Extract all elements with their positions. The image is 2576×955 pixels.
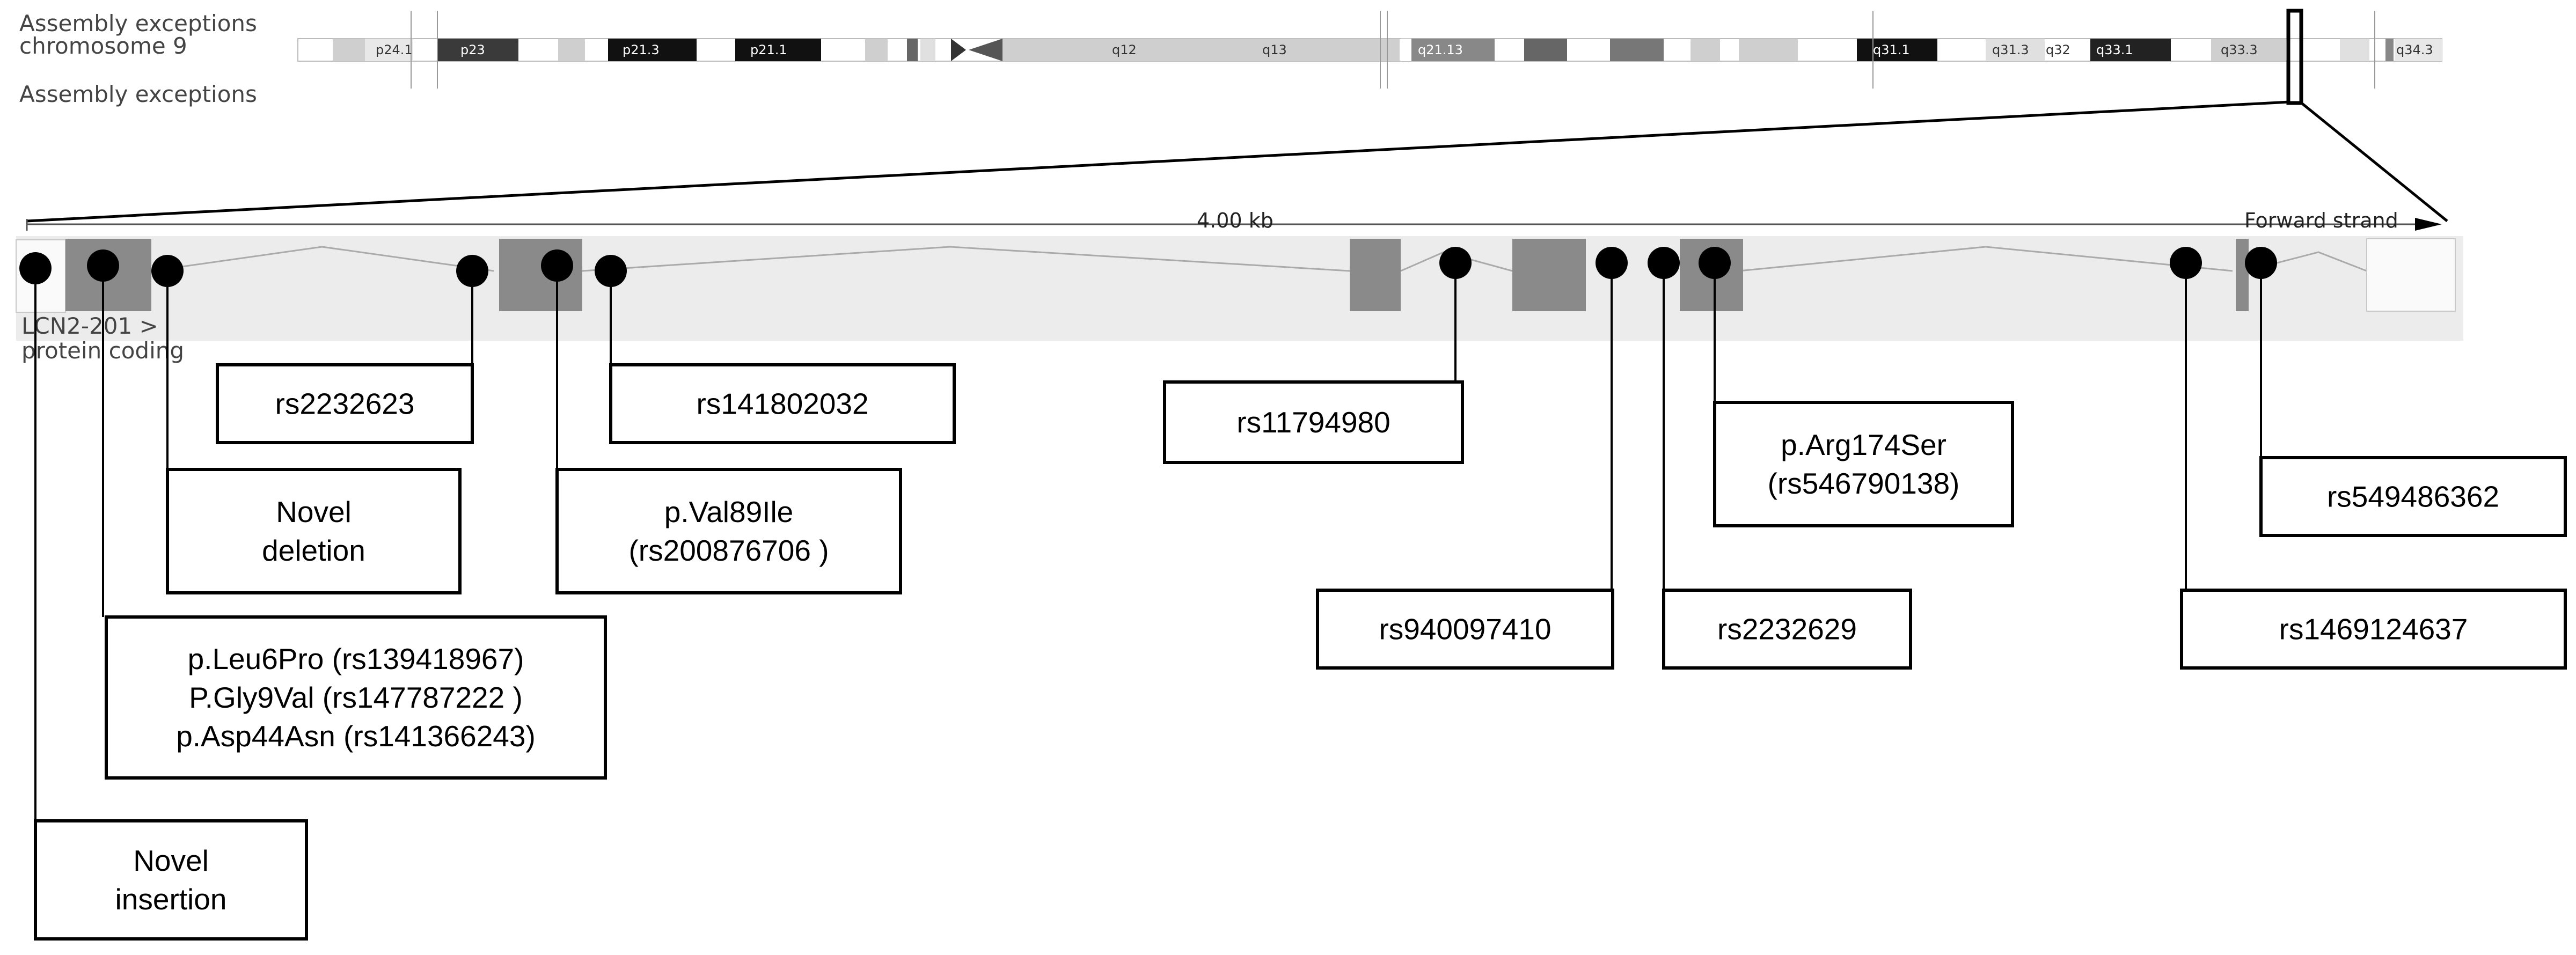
band-p23	[438, 39, 518, 61]
variant-label-text: p.Arg174Ser	[1781, 428, 1946, 461]
variant-callout-rs141802032: rs141802032	[595, 255, 956, 444]
variant-label-text: P.Gly9Val (rs147787222 )	[189, 681, 523, 714]
variant-label-box	[216, 363, 474, 444]
variant-label-text: (rs200876706 )	[628, 534, 829, 567]
band-q33-1	[2090, 39, 2171, 61]
band-q33-3	[2211, 39, 2286, 61]
band-label-q32: q32	[2046, 42, 2070, 57]
variant-callout-p-leu6pro-group: p.Leu6Pro (rs139418967) P.Gly9Val (rs1477…	[87, 249, 607, 780]
variant-label-text: rs2232623	[275, 387, 415, 421]
variant-marker-dot	[87, 249, 119, 282]
variant-callout-rs549486362: rs549486362	[2245, 247, 2567, 537]
exon-6	[2236, 239, 2249, 311]
variant-label-text: p.Leu6Pro (rs139418967)	[188, 642, 524, 675]
variant-label-text: rs141802032	[696, 387, 868, 421]
variant-label-text: (rs546790138)	[1768, 467, 1960, 500]
band-label-q31-3: q31.3	[1992, 42, 2029, 57]
variant-label-box	[166, 468, 462, 594]
variant-label-box	[1713, 401, 2014, 527]
variant-marker-dot	[2170, 247, 2202, 279]
variant-marker-dot	[19, 252, 52, 284]
chromosome-ideogram: p24.1 p23 p21.3 p21.1 q12 q13 q21.13 q31…	[297, 11, 2442, 89]
variant-callout-rs2232629: rs2232629	[1648, 247, 1912, 670]
variant-label-text: insertion	[115, 883, 227, 916]
band-label-q13: q13	[1262, 42, 1287, 57]
variant-label-text: rs11794980	[1236, 406, 1390, 439]
variant-label-text: deletion	[262, 534, 365, 567]
band-label-p21-1: p21.1	[750, 42, 787, 57]
band-label-q33-3: q33.3	[2221, 42, 2258, 57]
band-label-q31-1: q31.1	[1873, 42, 1910, 57]
variant-label-box	[2259, 456, 2567, 537]
variant-marker-dot	[1596, 247, 1628, 279]
variant-label-text: rs549486362	[2327, 480, 2499, 513]
variant-marker-dot	[1699, 247, 1731, 279]
variant-label-text: Novel	[276, 495, 352, 528]
band-label-q33-1: q33.1	[2096, 42, 2133, 57]
variant-label-box	[2180, 589, 2567, 670]
variant-label-text: p.Val89Ile	[664, 495, 794, 528]
variant-callouts: Novel insertion p.Leu6Pro (rs139418967) P.G…	[19, 247, 2567, 941]
assembly-exceptions-top-label: Assembly exceptions	[19, 10, 257, 36]
band-label-q34-3: q34.3	[2396, 42, 2433, 57]
assembly-exceptions-bottom-label: Assembly exceptions	[19, 81, 257, 107]
chromosome-panel: Assembly exceptions chromosome 9 Assembl…	[19, 9, 2442, 107]
variant-marker-dot	[541, 249, 573, 282]
band-q31-3	[1986, 39, 2045, 61]
band-q34-3	[2395, 39, 2442, 61]
variant-callout-rs940097410: rs940097410	[1316, 247, 1628, 670]
variant-marker-dot	[1439, 247, 1472, 279]
band-p24-1	[365, 39, 413, 61]
variant-callout-rs2232623: rs2232623	[216, 255, 488, 444]
variant-label-text: Novel	[133, 844, 209, 877]
variant-marker-dot	[595, 255, 627, 287]
band-label-q12: q12	[1112, 42, 1137, 57]
variant-marker-dot	[2245, 247, 2277, 279]
chromosome-label: chromosome 9	[19, 33, 187, 59]
variant-label-box	[1662, 589, 1912, 670]
variant-marker-dot	[1648, 247, 1680, 279]
variant-callout-novel-insertion: Novel insertion	[19, 252, 308, 941]
scale-label: 4.00 kb	[1197, 209, 1274, 232]
variant-label-box	[34, 819, 308, 941]
intron-lines	[151, 246, 2367, 272]
exon-3	[1350, 239, 1401, 311]
gene-track: 4.00 kb Forward strand LCN2-201 > protei…	[16, 209, 2463, 364]
band-q12	[1002, 39, 1190, 61]
band-label-p23: p23	[460, 42, 485, 57]
variant-label-box	[105, 615, 607, 780]
variant-label-box	[1163, 380, 1464, 464]
band-q21-13	[1411, 39, 1495, 61]
band-label-p24-1: p24.1	[376, 42, 413, 57]
variant-label-text: p.Asp44Asn (rs141366243)	[176, 719, 536, 753]
transcript-label: LCN2-201 >	[21, 313, 158, 339]
band-label-p21-3: p21.3	[623, 42, 660, 57]
variant-label-text: rs940097410	[1379, 613, 1551, 646]
region-marker	[2286, 9, 2303, 105]
exon-4	[1512, 239, 1586, 311]
variant-marker-dot	[456, 255, 488, 287]
band-label-q21-13: q21.13	[1418, 42, 1463, 57]
utr-3-block	[2366, 238, 2456, 312]
variant-callout-p-arg174ser: p.Arg174Ser (rs546790138)	[1699, 247, 2014, 527]
variant-callout-rs11794980: rs11794980	[1163, 247, 1472, 464]
variant-callout-p-val89ile: p.Val89Ile (rs200876706 )	[541, 249, 902, 594]
strand-label: Forward strand	[2244, 209, 2398, 232]
variant-callout-novel-deletion: Novel deletion	[151, 255, 462, 594]
band-p21-1	[735, 39, 821, 61]
variant-label-box	[609, 363, 956, 444]
variant-marker-dot	[151, 255, 184, 287]
variant-label-text: rs2232629	[1717, 613, 1857, 646]
variant-label-box	[1316, 589, 1614, 670]
band-q31-1	[1857, 39, 1937, 61]
variant-callout-rs1469124637: rs1469124637	[2170, 247, 2567, 670]
zoom-connector	[26, 100, 2448, 223]
variant-label-box	[555, 468, 902, 594]
variant-label-text: rs1469124637	[2279, 613, 2468, 646]
band-p21-3	[608, 39, 697, 61]
